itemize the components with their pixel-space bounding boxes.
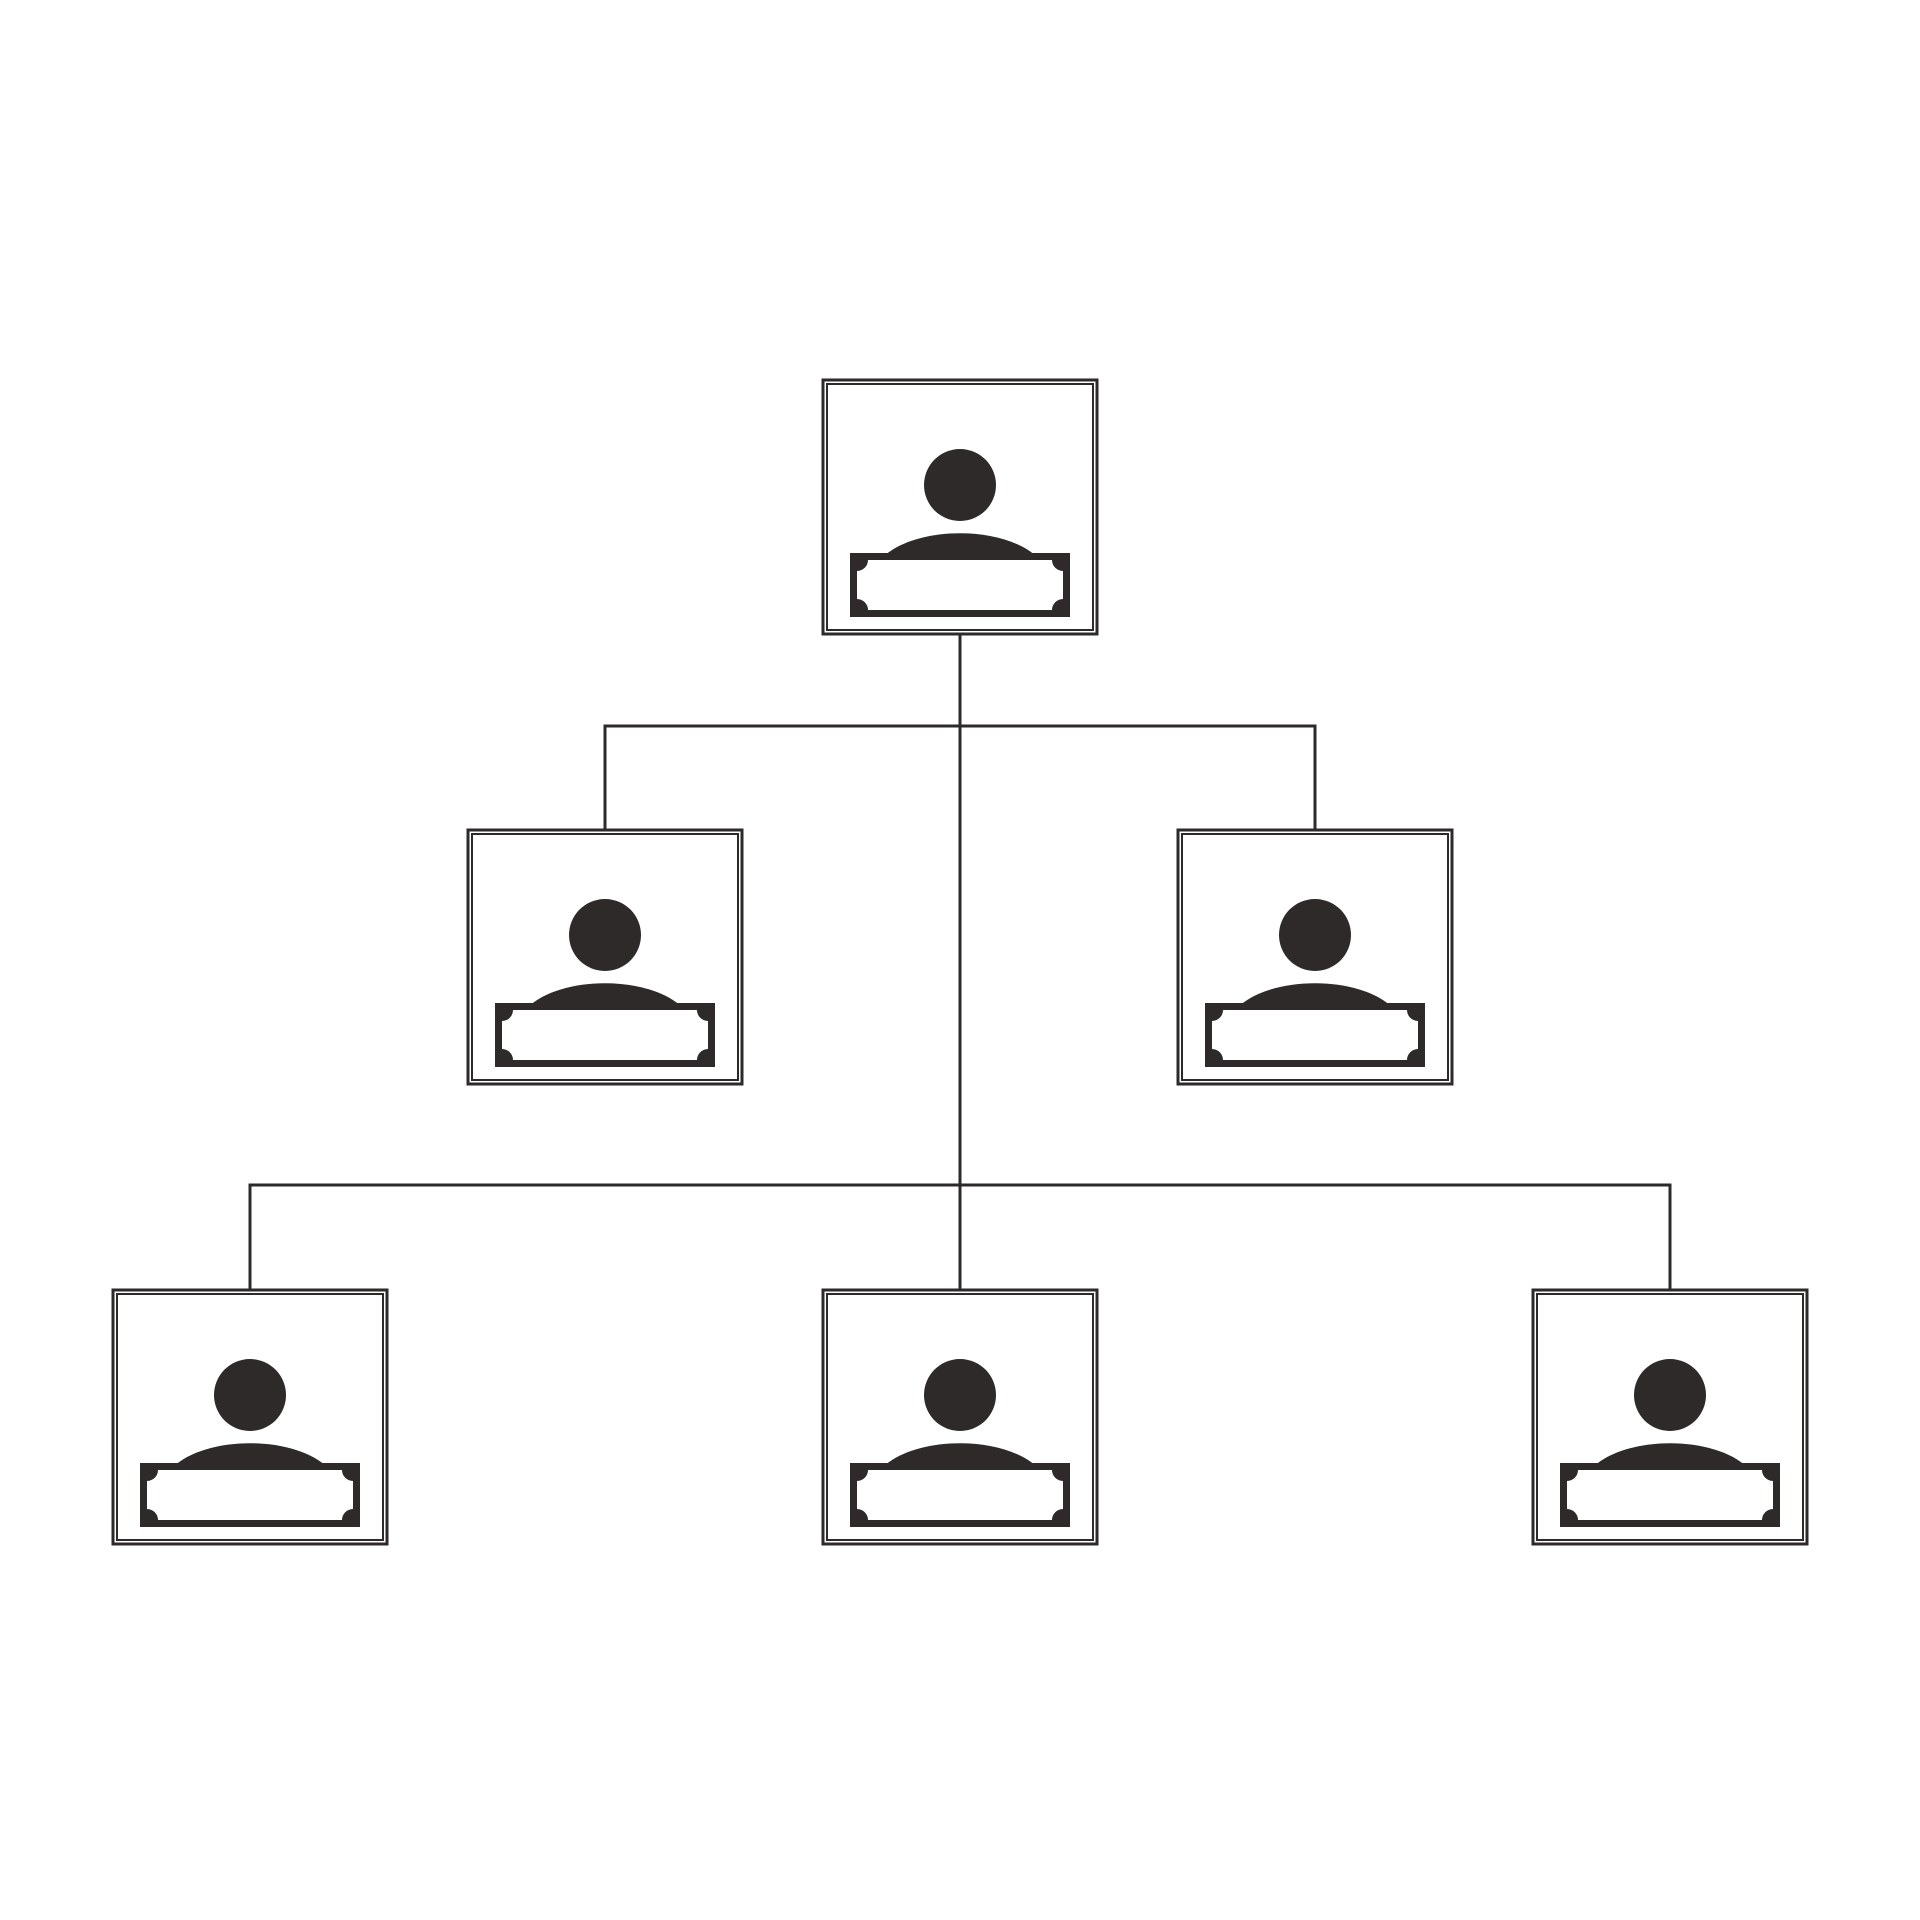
node-frame-inner	[116, 1293, 384, 1541]
org-node-staff-right	[1531, 1288, 1809, 1546]
person-head-icon	[924, 449, 996, 521]
node-frame-outer	[821, 1288, 1099, 1546]
node-frame-inner	[471, 833, 739, 1081]
node-frame-outer	[821, 378, 1099, 636]
connectors	[248, 632, 1672, 1292]
person-icon	[882, 1359, 1038, 1468]
name-plate-frame	[1205, 1003, 1425, 1067]
name-plate	[850, 1463, 1070, 1527]
name-plate	[1205, 1003, 1425, 1067]
node-frame-outer	[1176, 828, 1454, 1086]
name-plate-field	[1212, 1010, 1418, 1060]
name-plate-frame	[850, 1463, 1070, 1527]
name-plate-field	[857, 560, 1063, 610]
name-plate	[1560, 1463, 1780, 1527]
node-frame-outer	[111, 1288, 389, 1546]
org-node-root	[821, 378, 1099, 636]
person-shoulders-icon	[1592, 1443, 1748, 1468]
person-icon	[172, 1359, 328, 1468]
person-icon	[1237, 899, 1393, 1008]
node-frame-inner	[826, 383, 1094, 631]
name-plate	[140, 1463, 360, 1527]
person-head-icon	[924, 1359, 996, 1431]
node-frame-inner	[826, 1293, 1094, 1541]
person-head-icon	[569, 899, 641, 971]
name-plate-frame	[140, 1463, 360, 1527]
name-plate	[495, 1003, 715, 1067]
person-shoulders-icon	[172, 1443, 328, 1468]
node-frame-inner	[1181, 833, 1449, 1081]
name-plate-field	[502, 1010, 708, 1060]
person-icon	[1592, 1359, 1748, 1468]
org-node-mgr-right	[1176, 828, 1454, 1086]
person-head-icon	[1279, 899, 1351, 971]
person-icon	[527, 899, 683, 1008]
name-plate-field	[147, 1470, 353, 1520]
person-head-icon	[214, 1359, 286, 1431]
person-shoulders-icon	[882, 1443, 1038, 1468]
name-plate-field	[857, 1470, 1063, 1520]
org-node-staff-left	[111, 1288, 389, 1546]
person-head-icon	[1634, 1359, 1706, 1431]
level-1-connector	[603, 724, 1317, 832]
name-plate	[850, 553, 1070, 617]
name-plate-frame	[850, 553, 1070, 617]
person-shoulders-icon	[882, 533, 1038, 558]
node-frame-outer	[1531, 1288, 1809, 1546]
node-frame-outer	[466, 828, 744, 1086]
org-node-mgr-left	[466, 828, 744, 1086]
level-2-connector	[248, 1183, 1672, 1292]
person-shoulders-icon	[527, 983, 683, 1008]
node-frame-inner	[1536, 1293, 1804, 1541]
org-node-staff-center	[821, 1288, 1099, 1546]
name-plate-field	[1567, 1470, 1773, 1520]
person-shoulders-icon	[1237, 983, 1393, 1008]
person-icon	[882, 449, 1038, 558]
name-plate-frame	[495, 1003, 715, 1067]
name-plate-frame	[1560, 1463, 1780, 1527]
